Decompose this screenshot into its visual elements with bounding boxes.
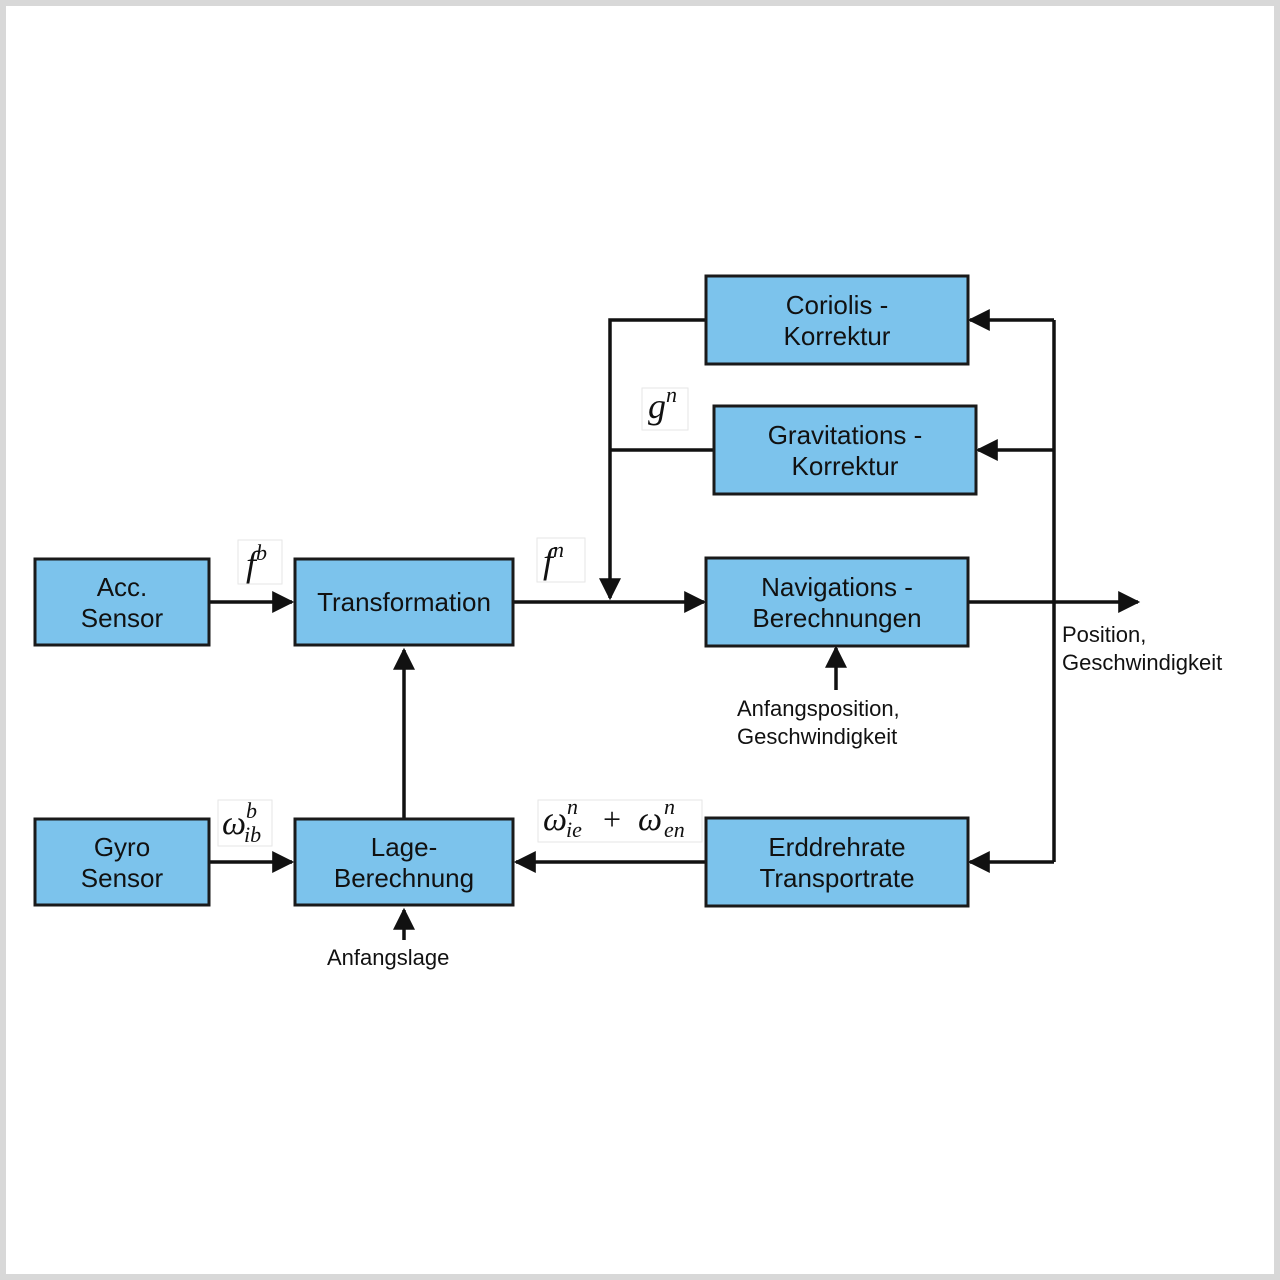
block-coriolis-line1: Coriolis - <box>786 290 889 320</box>
block-navigation-line2: Berechnungen <box>752 603 921 633</box>
block-lage-line2: Berechnung <box>334 863 474 893</box>
signal-fn-sup: n <box>553 537 564 562</box>
block-erddrehrate-line1: Erddrehrate <box>768 832 905 862</box>
signal-gn-base: g <box>648 386 666 426</box>
signal-gn: gn <box>641 382 689 431</box>
block-gyro-line2: Sensor <box>81 863 164 893</box>
block-acc-sensor: Acc. Sensor <box>33 557 211 647</box>
signal-omega-ib-sup: b <box>246 798 257 823</box>
signal-omega-ie-base: ω <box>543 801 567 838</box>
signal-omega-sum: ω n ie + ω n en <box>537 794 703 843</box>
block-gyro-sensor: Gyro Sensor <box>33 817 211 907</box>
signal-omega-en-sup: n <box>664 794 675 819</box>
note-output-line1: Position, <box>1062 622 1146 647</box>
block-navigations-berechnungen: Navigations - Berechnungen <box>704 556 970 648</box>
block-gyro-line1: Gyro <box>94 832 150 862</box>
svg-text:gn: gn <box>648 382 677 426</box>
signal-omega-en-base: ω <box>638 801 662 838</box>
signal-fb: fb <box>237 539 283 585</box>
block-lage-berechnung: Lage- Berechnung <box>293 817 515 907</box>
block-gravitation-line2: Korrektur <box>792 451 899 481</box>
signal-omega-ib: ω b ib <box>217 798 273 847</box>
block-navigation-line1: Navigations - <box>761 572 913 602</box>
block-lage-line1: Lage- <box>371 832 438 862</box>
block-erddrehrate-transportrate: Erddrehrate Transportrate <box>704 816 970 908</box>
note-anfangsposition-line2: Geschwindigkeit <box>737 724 897 749</box>
signal-fn: fn <box>536 537 586 583</box>
signal-gn-sup: n <box>666 382 677 407</box>
block-coriolis-korrektur: Coriolis - Korrektur <box>704 274 970 366</box>
block-erddrehrate-line2: Transportrate <box>759 863 914 893</box>
connections <box>210 309 1141 940</box>
signal-omega-plus: + <box>603 801 621 837</box>
note-anfangslage: Anfangslage <box>327 945 449 970</box>
block-transformation-label: Transformation <box>317 587 491 617</box>
signal-omega-ie-sup: n <box>567 794 578 819</box>
block-gravitations-korrektur: Gravitations - Korrektur <box>712 404 978 496</box>
block-coriolis-line2: Korrektur <box>784 321 891 351</box>
signal-omega-ie-sub: ie <box>566 817 582 842</box>
block-gravitation-line1: Gravitations - <box>768 420 923 450</box>
block-transformation: Transformation <box>293 557 515 647</box>
block-acc-line2: Sensor <box>81 603 164 633</box>
signal-omega-ib-base: ω <box>222 805 246 842</box>
note-anfangsposition-line1: Anfangsposition, <box>737 696 900 721</box>
signal-fb-sup: b <box>256 540 267 565</box>
signal-omega-en-sub: en <box>664 817 685 842</box>
wire-coriolis-to-sum <box>599 318 706 601</box>
note-output-line2: Geschwindigkeit <box>1062 650 1222 675</box>
signal-omega-ib-sub: ib <box>244 822 261 847</box>
block-acc-line1: Acc. <box>97 572 148 602</box>
